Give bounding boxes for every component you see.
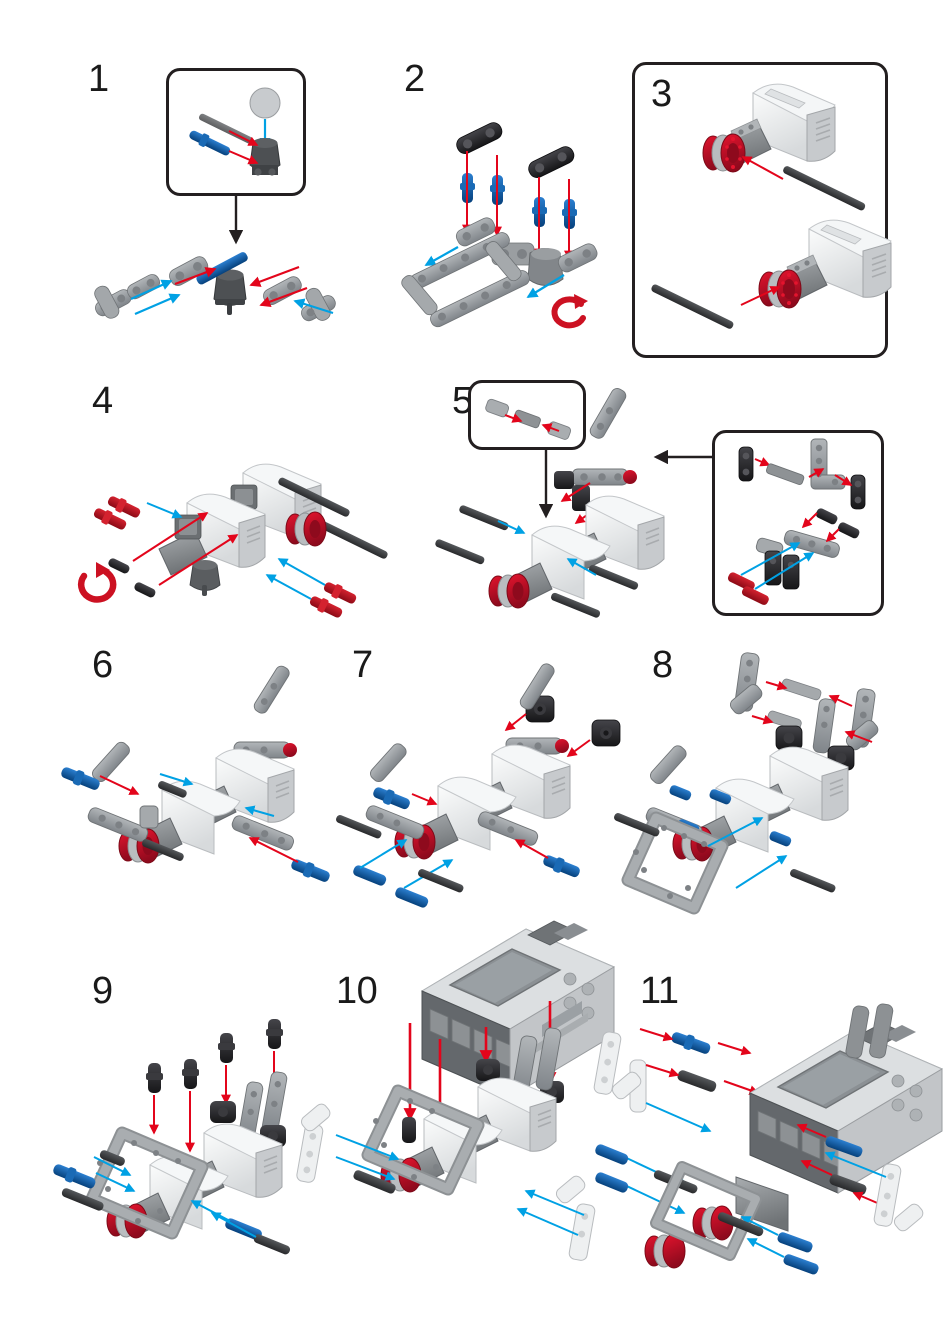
step-1-callout-box <box>166 68 306 196</box>
step-2-rotate-icon <box>551 294 588 329</box>
step-6-number: 6 <box>92 644 113 686</box>
step-1-number: 1 <box>88 58 109 100</box>
step-7-number: 7 <box>352 644 373 686</box>
step-5-callout-box-1 <box>468 380 586 450</box>
step-4-number: 4 <box>92 380 113 422</box>
step-2-assembly-art <box>401 122 598 328</box>
step-3-number: 3 <box>651 73 672 115</box>
step-3-motors-art <box>651 83 892 329</box>
step-10-number: 10 <box>336 970 378 1012</box>
step-10-assembly-art <box>296 920 616 1261</box>
step-1-assembly-art <box>94 252 336 322</box>
step-4-rotate-icon <box>77 562 117 603</box>
step-11-number: 11 <box>640 970 679 1012</box>
step-11-assembly-art <box>593 1003 944 1275</box>
step-5-number: 5 <box>452 380 473 422</box>
step-9-number: 9 <box>92 970 113 1012</box>
step-8-assembly-art <box>614 652 879 915</box>
step-1-leader-line <box>228 196 244 245</box>
step-5-assembly-art <box>435 387 665 618</box>
step-8-number: 8 <box>652 644 673 686</box>
step-2-number: 2 <box>404 58 425 100</box>
step-7-assembly-art <box>336 663 621 908</box>
step-4-assembly-art <box>93 463 388 618</box>
step-5-bracket-subassembly-art <box>727 438 866 605</box>
step-3-box: 3 <box>632 62 892 358</box>
step-9-assembly-art <box>53 1019 291 1255</box>
step-5-axle-connector-art <box>485 398 572 440</box>
step-6-assembly-art <box>61 665 330 882</box>
step-1-callout-art <box>189 87 281 176</box>
step-5-leader-line-1 <box>538 450 554 519</box>
step-5-callout-box-2 <box>712 430 884 616</box>
step-5-leader-line-2 <box>653 449 714 465</box>
